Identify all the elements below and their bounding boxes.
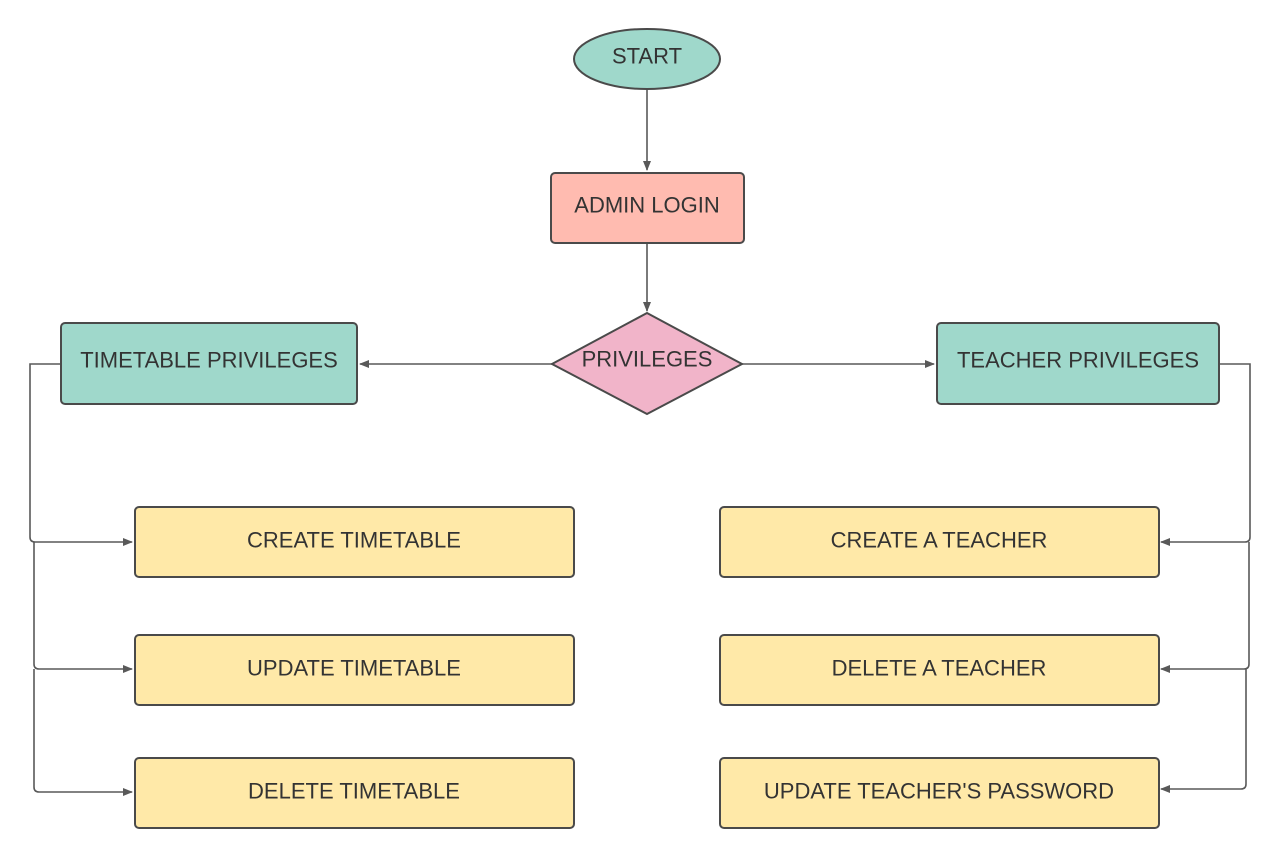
create-teacher-box [719, 506, 1160, 578]
delete-teacher-node: DELETE A TEACHER [719, 634, 1160, 706]
update-teacher-password-label: UPDATE TEACHER'S PASSWORD [764, 779, 1114, 804]
edge-timetable-privileges-to-delete-timetable [33, 669, 133, 796]
teacher-privileges-label: TEACHER PRIVILEGES [957, 348, 1199, 373]
edge-timetable-privileges-to-create-timetable [29, 363, 133, 546]
connectors [29, 89, 1251, 796]
update-teacher-password-node: UPDATE TEACHER'S PASSWORD [719, 757, 1160, 829]
admin-login-label: ADMIN LOGIN [574, 193, 719, 218]
edge-teacher-privileges-to-update-teacher-password [1160, 669, 1247, 793]
create-timetable-label: CREATE TIMETABLE [247, 528, 461, 553]
delete-teacher-box [719, 634, 1160, 706]
create-timetable-node: CREATE TIMETABLE [134, 506, 575, 578]
privileges-node: PRIVILEGES [549, 311, 745, 416]
privileges-diamond [549, 311, 745, 416]
timetable-privileges-node: TIMETABLE PRIVILEGES [60, 322, 358, 405]
update-timetable-box [134, 634, 575, 706]
create-teacher-label: CREATE A TEACHER [831, 528, 1048, 553]
create-timetable-box [134, 506, 575, 578]
start-label: START [612, 44, 682, 69]
update-teacher-password-box [719, 757, 1160, 829]
edge-teacher-privileges-to-create-teacher [1160, 363, 1251, 546]
start-node: START [573, 28, 721, 90]
edge-teacher-privileges-to-delete-teacher [1160, 542, 1250, 673]
teacher-privileges-node: TEACHER PRIVILEGES [936, 322, 1220, 405]
delete-timetable-box [134, 757, 575, 829]
edge-timetable-privileges-to-update-timetable [33, 542, 133, 673]
admin-login-node: ADMIN LOGIN [550, 172, 745, 244]
teacher-privileges-box [936, 322, 1220, 405]
update-timetable-node: UPDATE TIMETABLE [134, 634, 575, 706]
timetable-privileges-box [60, 322, 358, 405]
timetable-privileges-label: TIMETABLE PRIVILEGES [80, 348, 338, 373]
start-ellipse [573, 28, 721, 90]
privileges-label: PRIVILEGES [582, 347, 713, 372]
delete-timetable-label: DELETE TIMETABLE [248, 779, 460, 804]
delete-timetable-node: DELETE TIMETABLE [134, 757, 575, 829]
delete-teacher-label: DELETE A TEACHER [832, 656, 1047, 681]
update-timetable-label: UPDATE TIMETABLE [247, 656, 461, 681]
create-teacher-node: CREATE A TEACHER [719, 506, 1160, 578]
admin-login-box [550, 172, 745, 244]
